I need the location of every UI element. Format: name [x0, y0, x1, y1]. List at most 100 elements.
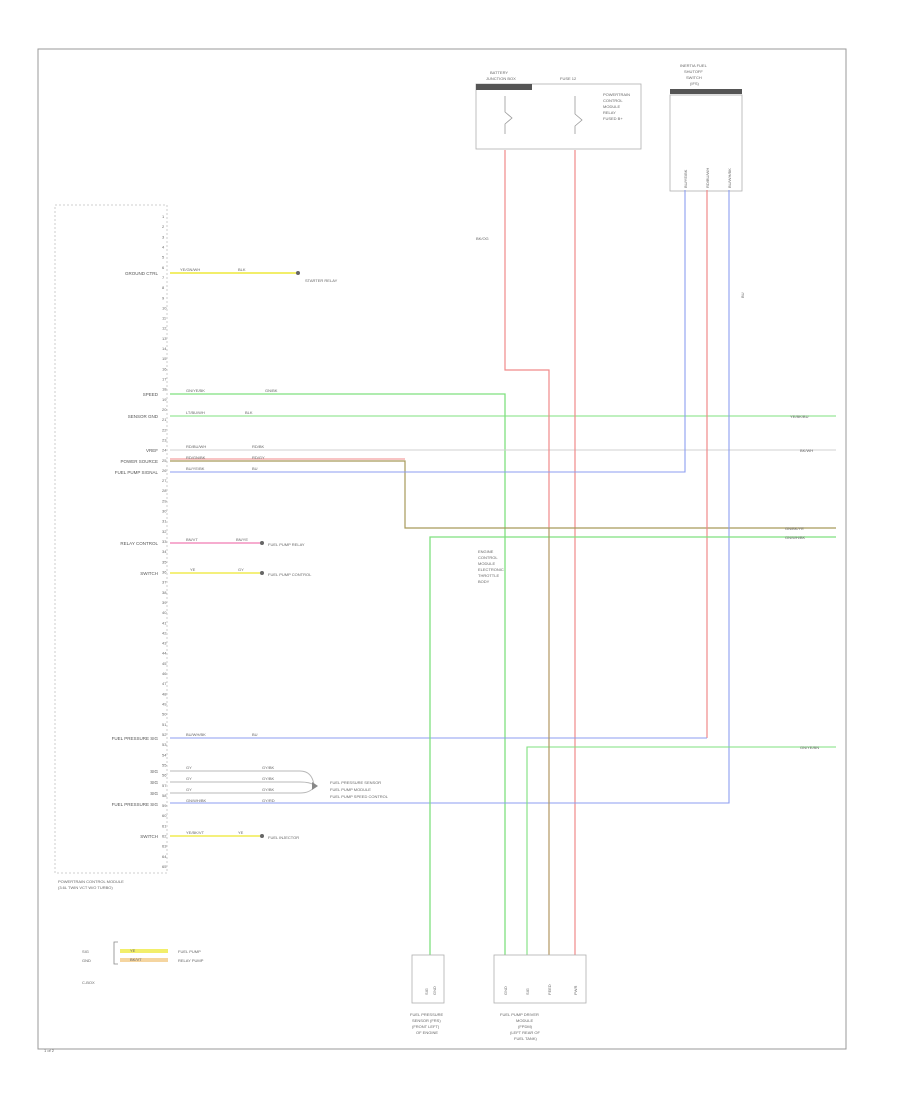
wire-blue-ifs: [170, 190, 686, 473]
pcm-pin-number: 28: [162, 488, 167, 493]
stub-end-2: [260, 541, 264, 545]
pcm-pin-number: 4: [162, 245, 165, 250]
pcm-pin-number: 37: [162, 580, 167, 585]
fpdm-title-1: FUEL PUMP DRIVER: [500, 1012, 539, 1017]
pcm-label-vref: VREF: [146, 448, 158, 453]
wire-blue-ifs-down: [170, 190, 730, 804]
c-box-target-2: RELAY PUMP: [178, 958, 204, 963]
pcm-pin-number: 9: [162, 295, 165, 300]
ifs-box: [669, 94, 743, 192]
c-box-code-2: BK/VT: [130, 957, 142, 962]
ifs-wire-tag: BU: [740, 292, 745, 298]
pcm-wire-sig3: GY/BK: [262, 787, 275, 792]
wire-green-speed: [170, 393, 506, 955]
pcm-code-sensorgnd: LT/BU/WH: [186, 410, 205, 415]
frs-box: [411, 954, 445, 1004]
c-box-code-1: YE: [130, 948, 136, 953]
fuel-injector-label: FUEL INJECTOR: [268, 835, 299, 840]
pcm-pin-number: 31: [162, 519, 167, 524]
pcm-pin-number: 38: [162, 590, 167, 595]
pcm-label-sig2: SIG: [150, 780, 158, 785]
relay-box-header: [476, 84, 532, 90]
ifs-code-3: BU/WH/BK: [727, 168, 732, 188]
pcm-code-fps3: GN/WH/BK: [186, 798, 207, 803]
fpdm-pin-3: FEED: [547, 984, 552, 995]
frs-title-1: FUEL PRESSURE: [410, 1012, 444, 1017]
pcm-pin-number: 35: [162, 559, 167, 564]
pcm-wire-vref: RD/BK: [252, 444, 265, 449]
pcm-pin-number: 48: [162, 691, 167, 696]
relay-note-3: MODULE: [603, 104, 620, 109]
mid-note-4: ELECTRONIC: [478, 567, 504, 572]
pcm-wire-sensorgnd: BLK: [245, 410, 253, 415]
pcm-code-fpsig2: BU/WH/BK: [186, 732, 206, 737]
frs-title-3: (FRONT LEFT): [412, 1024, 440, 1029]
pcm-pin-number: 59: [162, 803, 167, 808]
pcm-pin-number: 45: [162, 661, 167, 666]
pcm-label-fpsig2: FUEL PRESSURE SIG: [112, 736, 159, 741]
pcm-pin-number: 10: [162, 305, 167, 310]
pcm-pin-number: 20: [162, 407, 167, 412]
frs-pin-2: GND: [432, 986, 437, 995]
pcm-pin-number: 19: [162, 397, 167, 402]
pcm-code-sig1: GY: [186, 765, 192, 770]
pcm-pin-number: 42: [162, 630, 167, 635]
pcm-pin-number: 49: [162, 702, 167, 707]
stub-end-4: [260, 834, 264, 838]
pcm-label-sensorgnd: SENSOR GND: [128, 414, 159, 419]
pcm-pin-number: 60: [162, 813, 167, 818]
fpdm-pin-2: SIG: [525, 988, 530, 995]
pcm-label-relayctrl: RELAY CONTROL: [120, 541, 158, 546]
fuel-pump-control-label: FUEL PUMP CONTROL: [268, 572, 312, 577]
pcm-wire-relayctrl: BN/YE: [236, 537, 248, 542]
pcm-code-speed: GN/YE/BK: [186, 388, 205, 393]
ifs-title-2: SHUTOFF: [684, 69, 703, 74]
pcm-code-ground: YE/GN/WH: [180, 267, 200, 272]
pcm-pin-number: 46: [162, 671, 167, 676]
relay-wire-tag: BK/OG: [476, 236, 489, 241]
relay-note-4: RELAY: [603, 110, 616, 115]
fpdm-title-5: FUEL TANK): [514, 1036, 537, 1041]
right-exit-1: YE/BK/BU: [790, 414, 809, 419]
pcm-wire-speed: GN/BK: [265, 388, 278, 393]
pcm-pin-number: 43: [162, 641, 167, 646]
pcm-label-fpsig: FUEL PUMP SIGNAL: [115, 470, 159, 475]
pcm-pin-number: 7: [162, 275, 165, 280]
pcm-pin-number: 44: [162, 651, 167, 656]
c-box-bracket: [113, 941, 118, 965]
pcm-title-2: (3.6L TWIN VCT W/O TURBO): [58, 885, 113, 890]
c-box-pin-1: SIG: [82, 949, 89, 954]
pcm-pin-number: 64: [162, 854, 167, 859]
mid-note-5: THROTTLE: [478, 573, 499, 578]
ifs-title-1: INERTIA FUEL: [680, 63, 708, 68]
starter-relay-label: STARTER RELAY: [305, 278, 338, 283]
pcm-pin-number: 65: [162, 864, 167, 869]
pcm-pin-number: 25: [162, 458, 167, 463]
mid-note-1: ENGINE: [478, 549, 494, 554]
pcm-wire-sig2: GY/BK: [262, 776, 275, 781]
frs-title-4: OF ENGINE: [416, 1030, 438, 1035]
pcm-pin-number: 40: [162, 610, 167, 615]
mid-note-2: CONTROL: [478, 555, 498, 560]
c-box-target-1: FUEL PUMP: [178, 949, 201, 954]
pcm-wire-fps3: GY/RD: [262, 798, 275, 803]
pcm-pin-number: 63: [162, 844, 167, 849]
stub-end-3: [260, 571, 264, 575]
stub-end-1: [296, 271, 300, 275]
pcm-pin-number: 61: [162, 823, 167, 828]
fuel-pump-relay-label: FUEL PUMP RELAY: [268, 542, 305, 547]
sig-group-label-2: FUEL PUMP MODULE: [330, 787, 371, 792]
wire-green-fpdm: [526, 746, 836, 955]
fpdm-pin-1: GND: [503, 986, 508, 995]
pcm-pin-number: 55: [162, 762, 167, 767]
relay-note-2: CONTROL: [603, 98, 623, 103]
pcm-label-sig3: SIG: [150, 791, 158, 796]
pcm-pin-number: 50: [162, 712, 167, 717]
pcm-pin-number: 11: [162, 316, 167, 321]
right-exit-3: GN/BK/YE: [785, 526, 804, 531]
pcm-pin-number: 18: [162, 387, 167, 392]
ifs-title-4: (IFS): [690, 81, 700, 86]
pcm-wire-fpsig2: BU: [252, 732, 258, 737]
right-exit-5: GN/YE/BN: [800, 745, 819, 750]
